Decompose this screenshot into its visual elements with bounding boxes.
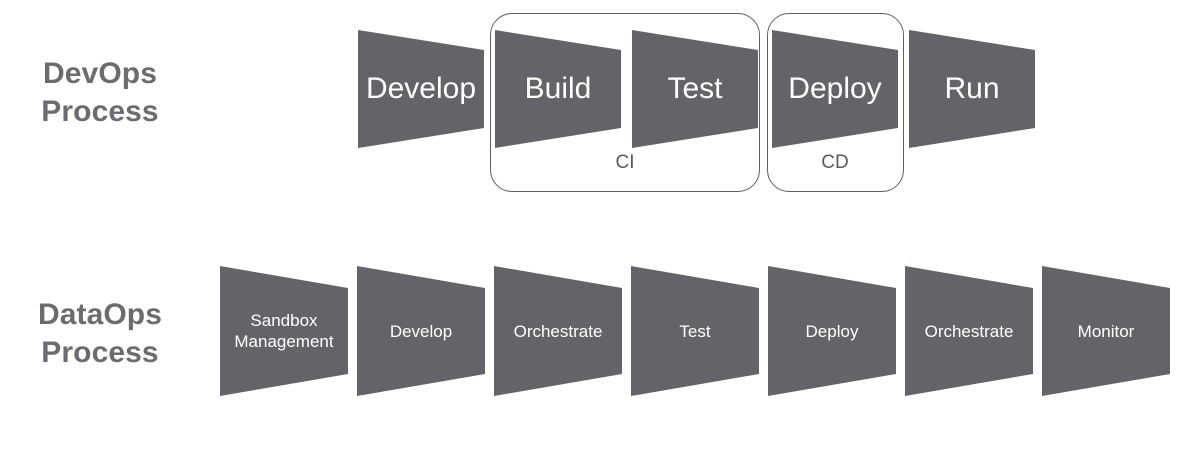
devops-stage-build[interactable]: Build [495,30,621,148]
dataops-stage-sandbox-management[interactable]: Sandbox Management [220,266,348,396]
cd-group-caption: CD [821,152,849,173]
dataops-stage-orchestrate-2[interactable]: Orchestrate [905,266,1033,396]
chevron-shape [495,30,621,148]
devops-process-row-label: DevOps Process [41,57,159,128]
chevron-shape [632,30,758,148]
devops-stage-test[interactable]: Test [632,30,758,148]
dataops-stage-monitor[interactable]: Monitor [1042,266,1170,396]
chevron-shape [1042,266,1170,396]
chevron-shape [772,30,898,148]
chevron-shape [494,266,622,396]
chevron-shape [768,266,896,396]
chevron-shape [357,266,485,396]
ci-group-caption: CI [615,152,635,173]
cd-group-box [767,13,904,192]
chevron-shape [358,30,484,148]
devops-stage-deploy[interactable]: Deploy [772,30,898,148]
dataops-stage-deploy[interactable]: Deploy [768,266,896,396]
chevron-shape [631,266,759,396]
chevron-shape [905,266,1033,396]
dataops-stage-test[interactable]: Test [631,266,759,396]
chevron-shape [220,266,348,396]
devops-stage-develop[interactable]: Develop [358,30,484,148]
dataops-stage-orchestrate-1[interactable]: Orchestrate [494,266,622,396]
ci-group-box [490,13,760,192]
devops-stage-run[interactable]: Run [909,30,1035,148]
dataops-process-row-label: DataOps Process [37,298,163,369]
chevron-shape [909,30,1035,148]
dataops-stage-develop[interactable]: Develop [357,266,485,396]
